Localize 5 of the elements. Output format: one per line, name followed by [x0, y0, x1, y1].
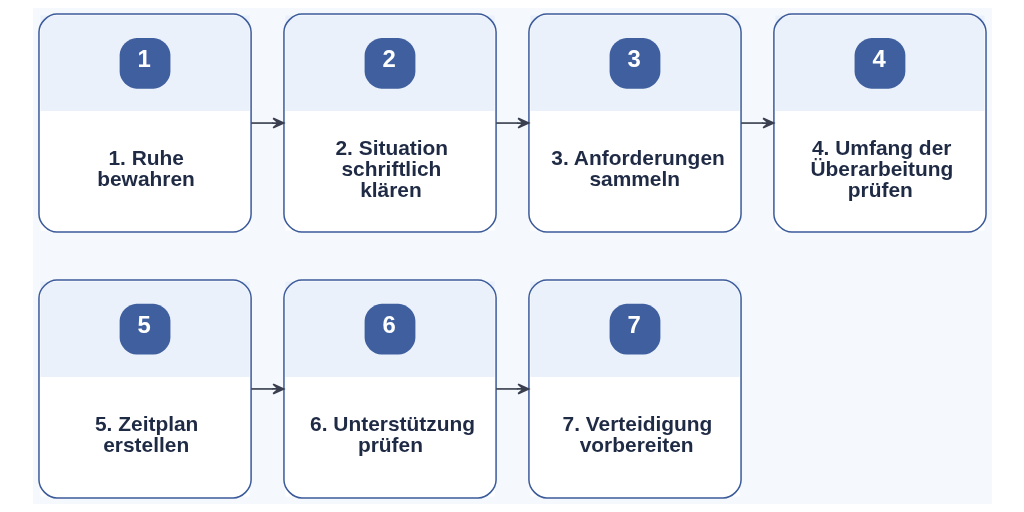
arrow: [739, 117, 774, 129]
arrow: [494, 383, 529, 395]
arrow: [249, 383, 284, 395]
arrow: [494, 117, 529, 129]
arrow: [249, 117, 284, 129]
